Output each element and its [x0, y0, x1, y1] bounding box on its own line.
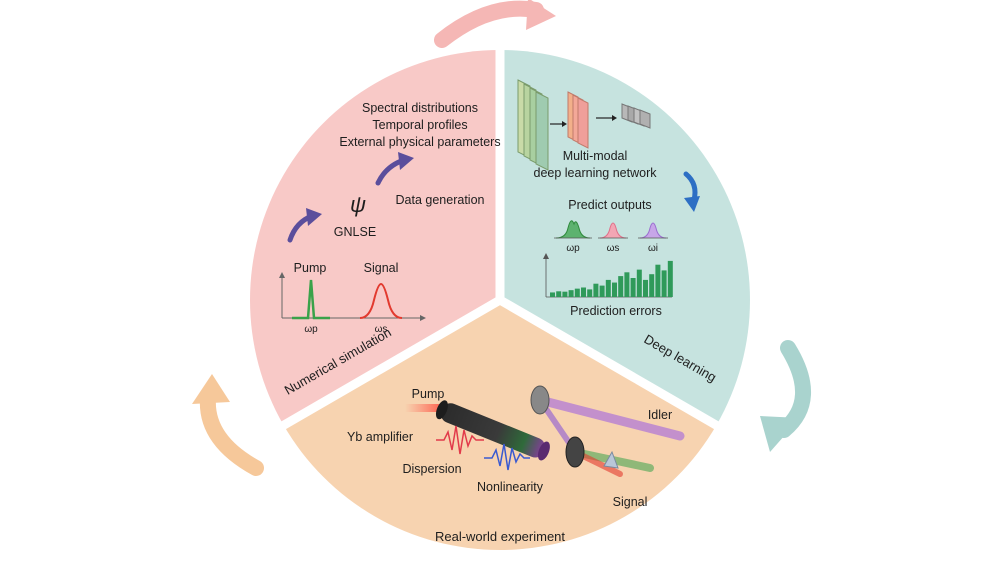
deep-learning-arrow-icon	[683, 171, 700, 212]
predict-omega-i-label: ωi	[648, 243, 658, 254]
error-bar	[636, 269, 642, 297]
data-generation-arrow-icon	[375, 152, 414, 186]
omega-s-label: ωs	[375, 324, 388, 335]
nonlinearity-label: Nonlinearity	[477, 480, 544, 494]
cycle-arrow-left	[192, 374, 264, 476]
error-bar	[593, 283, 599, 297]
error-bar	[605, 279, 611, 297]
error-bar	[661, 270, 667, 297]
signal-label: Signal	[364, 261, 399, 275]
error-bar	[612, 282, 617, 297]
network-label-line2: deep learning network	[534, 166, 658, 180]
error-bar	[599, 285, 605, 297]
output-temporal-profiles: Temporal profiles	[372, 118, 467, 132]
error-bar	[581, 287, 586, 297]
error-bar	[556, 291, 562, 297]
error-bar	[574, 288, 580, 297]
prediction-errors-label: Prediction errors	[570, 304, 662, 318]
exp-pump-label: Pump	[412, 387, 445, 401]
data-generation-label: Data generation	[396, 193, 485, 207]
gnlse-arrow-icon	[287, 208, 322, 243]
dispersion-label: Dispersion	[402, 462, 461, 476]
pump-signal-spectrum-plot	[279, 272, 426, 321]
predicted-spectra-icon	[554, 220, 668, 239]
cycle-arrow-right	[760, 340, 811, 452]
network-label-line1: Multi-modal	[563, 149, 628, 163]
error-bar	[550, 292, 555, 297]
gnlse-label: GNLSE	[334, 225, 376, 239]
error-bar	[649, 274, 655, 297]
predict-omega-s-label: ωs	[607, 243, 620, 254]
error-bar	[655, 264, 661, 297]
omega-p-label: ωp	[304, 324, 318, 335]
idler-label: Idler	[648, 408, 672, 422]
pump-label: Pump	[294, 261, 327, 275]
nonlinearity-pulse-icon	[484, 443, 530, 471]
predict-omega-p-label: ωp	[566, 243, 580, 254]
predict-outputs-label: Predict outputs	[568, 198, 651, 212]
error-bar	[667, 260, 673, 297]
cycle-arrow-top	[434, 0, 556, 48]
prediction-errors-chart	[543, 253, 673, 298]
error-bar	[562, 291, 568, 297]
exp-signal-label: Signal	[613, 495, 648, 509]
network-layers-icon	[517, 79, 651, 171]
error-bar	[587, 289, 593, 297]
output-external-parameters: External physical parameters	[339, 135, 500, 149]
error-bar	[624, 272, 630, 297]
psi-symbol: ψ	[350, 192, 366, 217]
error-bar	[643, 279, 648, 297]
optical-setup-illustration	[405, 385, 685, 477]
error-bar	[568, 290, 574, 297]
yb-amplifier-label: Yb amplifier	[347, 430, 413, 444]
dispersion-pulse-icon	[436, 425, 484, 455]
error-bar	[618, 276, 624, 297]
real-world-experiment-title: Real-world experiment	[435, 529, 565, 544]
output-spectral-distributions: Spectral distributions	[362, 101, 478, 115]
sector-dividers	[269, 40, 731, 436]
error-bar	[630, 278, 636, 297]
